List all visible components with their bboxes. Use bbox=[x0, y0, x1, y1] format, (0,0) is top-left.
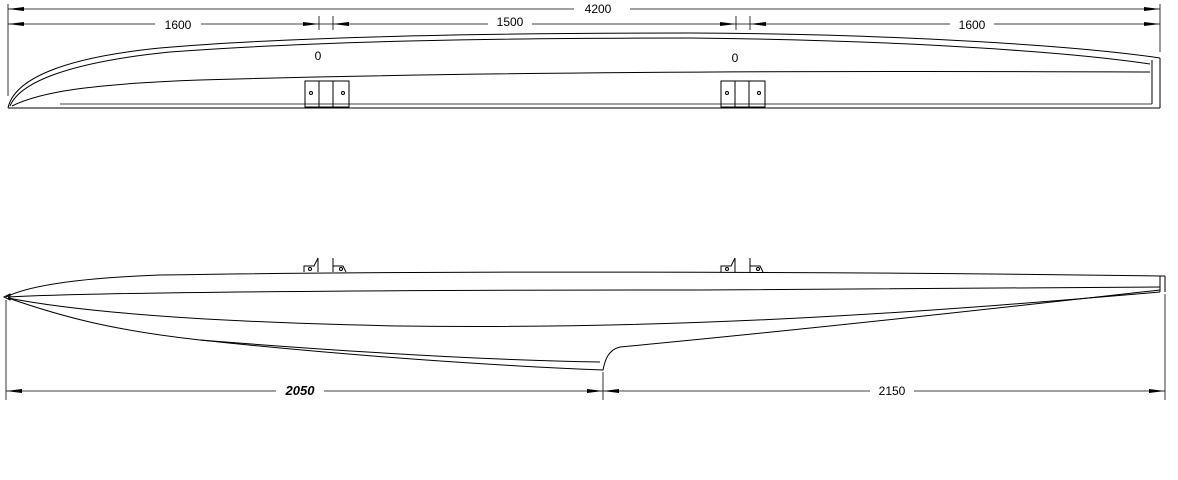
bracket-plan-2 bbox=[720, 80, 766, 108]
dimension-segment-3-label: 1600 bbox=[959, 18, 986, 32]
hull-profile-deck bbox=[5, 271, 1161, 298]
bracket-profile-2 bbox=[720, 257, 764, 273]
bow-tip bbox=[2, 293, 11, 301]
bracket-plan-1 bbox=[304, 80, 350, 108]
dimension-forward-label: 2050 bbox=[285, 383, 316, 398]
bracket-profile-1 bbox=[303, 257, 347, 273]
arrow-right bbox=[1144, 7, 1160, 11]
hull-plan-inner bbox=[9, 37, 1151, 107]
dimension-aft-label: 2150 bbox=[879, 384, 906, 398]
station-mark-2: 0 bbox=[732, 51, 739, 65]
dimension-segment-2-label: 1500 bbox=[497, 15, 524, 29]
hull-plan-chine bbox=[11, 70, 1151, 107]
hull-profile-sheer bbox=[7, 286, 1161, 298]
hull-profile-chine bbox=[7, 291, 1161, 327]
hull-plan-outer bbox=[7, 32, 1161, 109]
dimension-segment-1-label: 1600 bbox=[165, 18, 192, 32]
top-view: 4200 1600 1500 1600 0 0 bbox=[7, 2, 1161, 109]
arrow-left bbox=[8, 7, 24, 11]
dimension-overall-label: 4200 bbox=[585, 2, 612, 16]
hull-profile-keel bbox=[7, 289, 1161, 371]
side-view: 2050 2150 bbox=[2, 257, 1166, 400]
station-mark-1: 0 bbox=[315, 49, 322, 63]
hull-profile-keel-inner bbox=[199, 339, 601, 363]
